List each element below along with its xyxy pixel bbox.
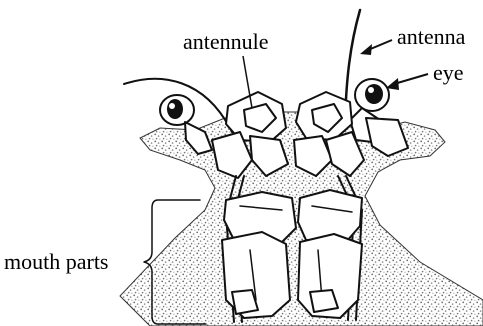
label-antenna: antenna — [397, 24, 466, 49]
antenna-arrow-head — [360, 44, 372, 55]
eye-arrow-head — [386, 78, 399, 90]
label-antennule: antennule — [183, 29, 269, 54]
eye-arrow-line — [394, 74, 428, 84]
label-eye: eye — [433, 60, 464, 85]
label-mouth-parts: mouth parts — [4, 249, 109, 274]
